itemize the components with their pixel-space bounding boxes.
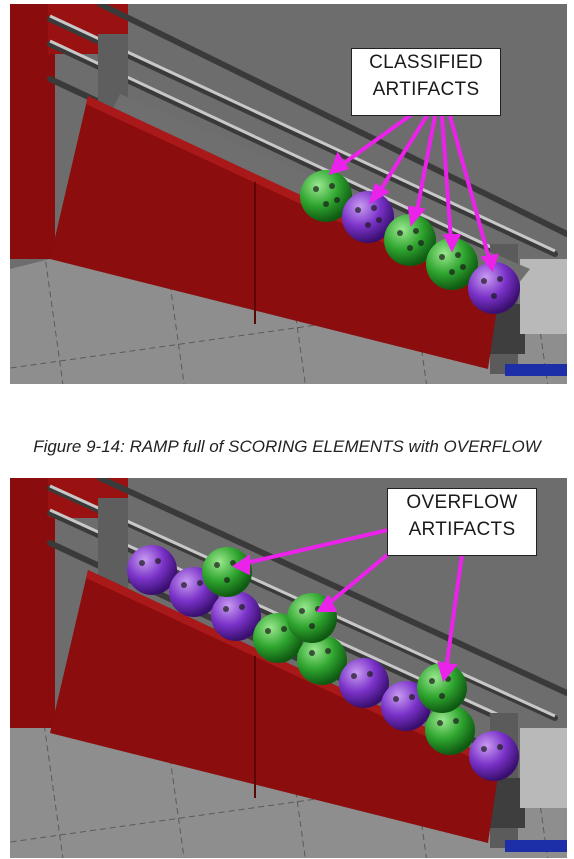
classified-artifacts-callout: CLASSIFIED ARTIFACTS [351, 48, 501, 116]
callout-line-2: ARTIFACTS [372, 79, 480, 100]
callout-line-2: ARTIFACTS [408, 519, 516, 540]
figure-caption: Figure 9-14: RAMP full of SCORING ELEMEN… [33, 437, 541, 456]
callout-line-1: OVERFLOW [406, 492, 518, 513]
pointer-arrows [232, 528, 464, 683]
callout-line-1: CLASSIFIED [369, 52, 483, 73]
pointer-arrows [328, 110, 499, 273]
overflow-artifacts-callout: OVERFLOW ARTIFACTS [387, 488, 537, 556]
